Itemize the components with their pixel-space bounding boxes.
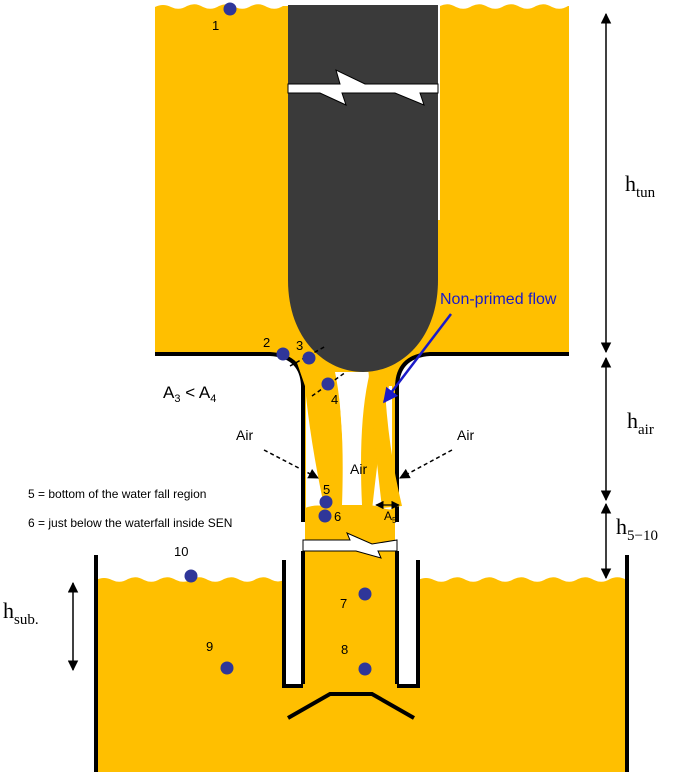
point-2-marker bbox=[276, 347, 290, 361]
point-7-label: 7 bbox=[340, 596, 347, 611]
point-5-label: 5 bbox=[323, 482, 330, 497]
tundish-bottom-left-wall bbox=[155, 352, 305, 522]
point-10-label: 10 bbox=[174, 544, 188, 559]
point-4-marker bbox=[321, 377, 335, 391]
a5-label: A5 bbox=[384, 509, 397, 525]
sen-bottom-port bbox=[287, 692, 415, 720]
stopper-break-mark bbox=[287, 69, 439, 106]
h-tun-label: htun bbox=[625, 171, 656, 201]
sen-outer-wall-right bbox=[397, 560, 420, 688]
point-9-label: 9 bbox=[206, 639, 213, 654]
right-waterfall-stream bbox=[368, 366, 402, 508]
left-waterfall-stream bbox=[296, 360, 338, 506]
central-air-pocket bbox=[335, 372, 370, 505]
tundish-bottom-right-wall bbox=[395, 352, 569, 522]
air-left-arrow bbox=[263, 449, 319, 479]
mold-melt-left bbox=[96, 577, 627, 772]
point-1-marker bbox=[223, 2, 237, 16]
stopper-rod bbox=[288, 5, 438, 372]
note-point-6: 6 = just below the waterfall inside SEN bbox=[28, 516, 232, 530]
point-8-label: 8 bbox=[341, 642, 348, 657]
non-primed-flow-label: Non-primed flow bbox=[440, 291, 557, 308]
h-air-label: hair bbox=[627, 408, 654, 438]
point-9-marker bbox=[220, 661, 234, 675]
sen-outer-wall-left bbox=[282, 560, 303, 688]
point-6-label: 6 bbox=[334, 509, 341, 524]
point-6-marker bbox=[318, 509, 332, 523]
point-5-marker bbox=[319, 495, 333, 509]
sen-lower-melt bbox=[305, 540, 395, 690]
air-right-arrow bbox=[399, 449, 453, 479]
point-3-label: 3 bbox=[296, 338, 303, 353]
point-10-marker bbox=[184, 569, 198, 583]
point-1-label: 1 bbox=[212, 18, 219, 33]
h-5-10-label: h5−10 bbox=[616, 514, 658, 544]
note-point-5: 5 = bottom of the water fall region bbox=[28, 487, 206, 501]
point-3-marker bbox=[302, 351, 316, 365]
area-relation-label: A3 < A4 bbox=[163, 383, 216, 405]
point-8-marker bbox=[358, 662, 372, 676]
point-2-label: 2 bbox=[263, 335, 270, 350]
point-4-label: 4 bbox=[331, 392, 338, 407]
point-7-marker bbox=[358, 587, 372, 601]
air-left-label: Air bbox=[236, 427, 253, 443]
non-primed-flow-arrow bbox=[383, 313, 452, 404]
air-right-label: Air bbox=[457, 427, 474, 443]
h-sub-label: hsub. bbox=[3, 598, 39, 628]
air-center-label: Air bbox=[350, 461, 367, 477]
